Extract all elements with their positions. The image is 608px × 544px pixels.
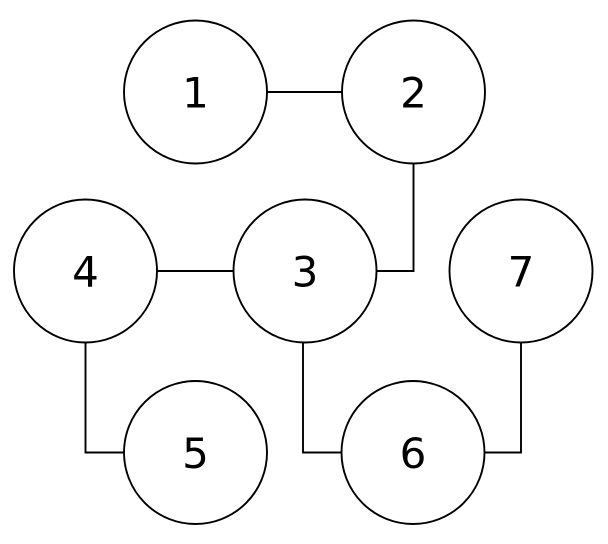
node-6-circle[interactable] [340,380,486,525]
node-6-label: 6 [400,429,427,478]
node-5[interactable]: 5 [123,380,268,525]
node-3[interactable]: 3 [232,198,378,344]
node-7-label: 7 [508,248,535,297]
node-7-circle[interactable] [448,198,594,344]
edge-3-6[interactable] [302,342,342,454]
node-5-circle[interactable] [123,380,268,525]
edge-4-5[interactable] [84,342,125,454]
node-2[interactable]: 2 [341,19,486,165]
node-5-label: 5 [182,429,209,478]
node-3-label: 3 [292,248,319,297]
node-1-circle[interactable] [123,19,268,165]
node-1-label: 1 [182,69,209,118]
edge-layer [84,91,522,454]
edge-2-3[interactable] [376,163,415,272]
node-4[interactable]: 4 [13,198,158,344]
node-4-label: 4 [72,248,99,297]
node-4-circle[interactable] [13,198,158,344]
node-1[interactable]: 1 [123,19,268,165]
node-2-circle[interactable] [341,19,486,165]
edge-7-6[interactable] [484,342,522,454]
node-6[interactable]: 6 [340,380,486,525]
node-layer: 1 2 3 4 5 6 [13,19,594,525]
node-2-label: 2 [400,69,427,118]
node-3-circle[interactable] [232,198,378,344]
node-7[interactable]: 7 [448,198,594,344]
